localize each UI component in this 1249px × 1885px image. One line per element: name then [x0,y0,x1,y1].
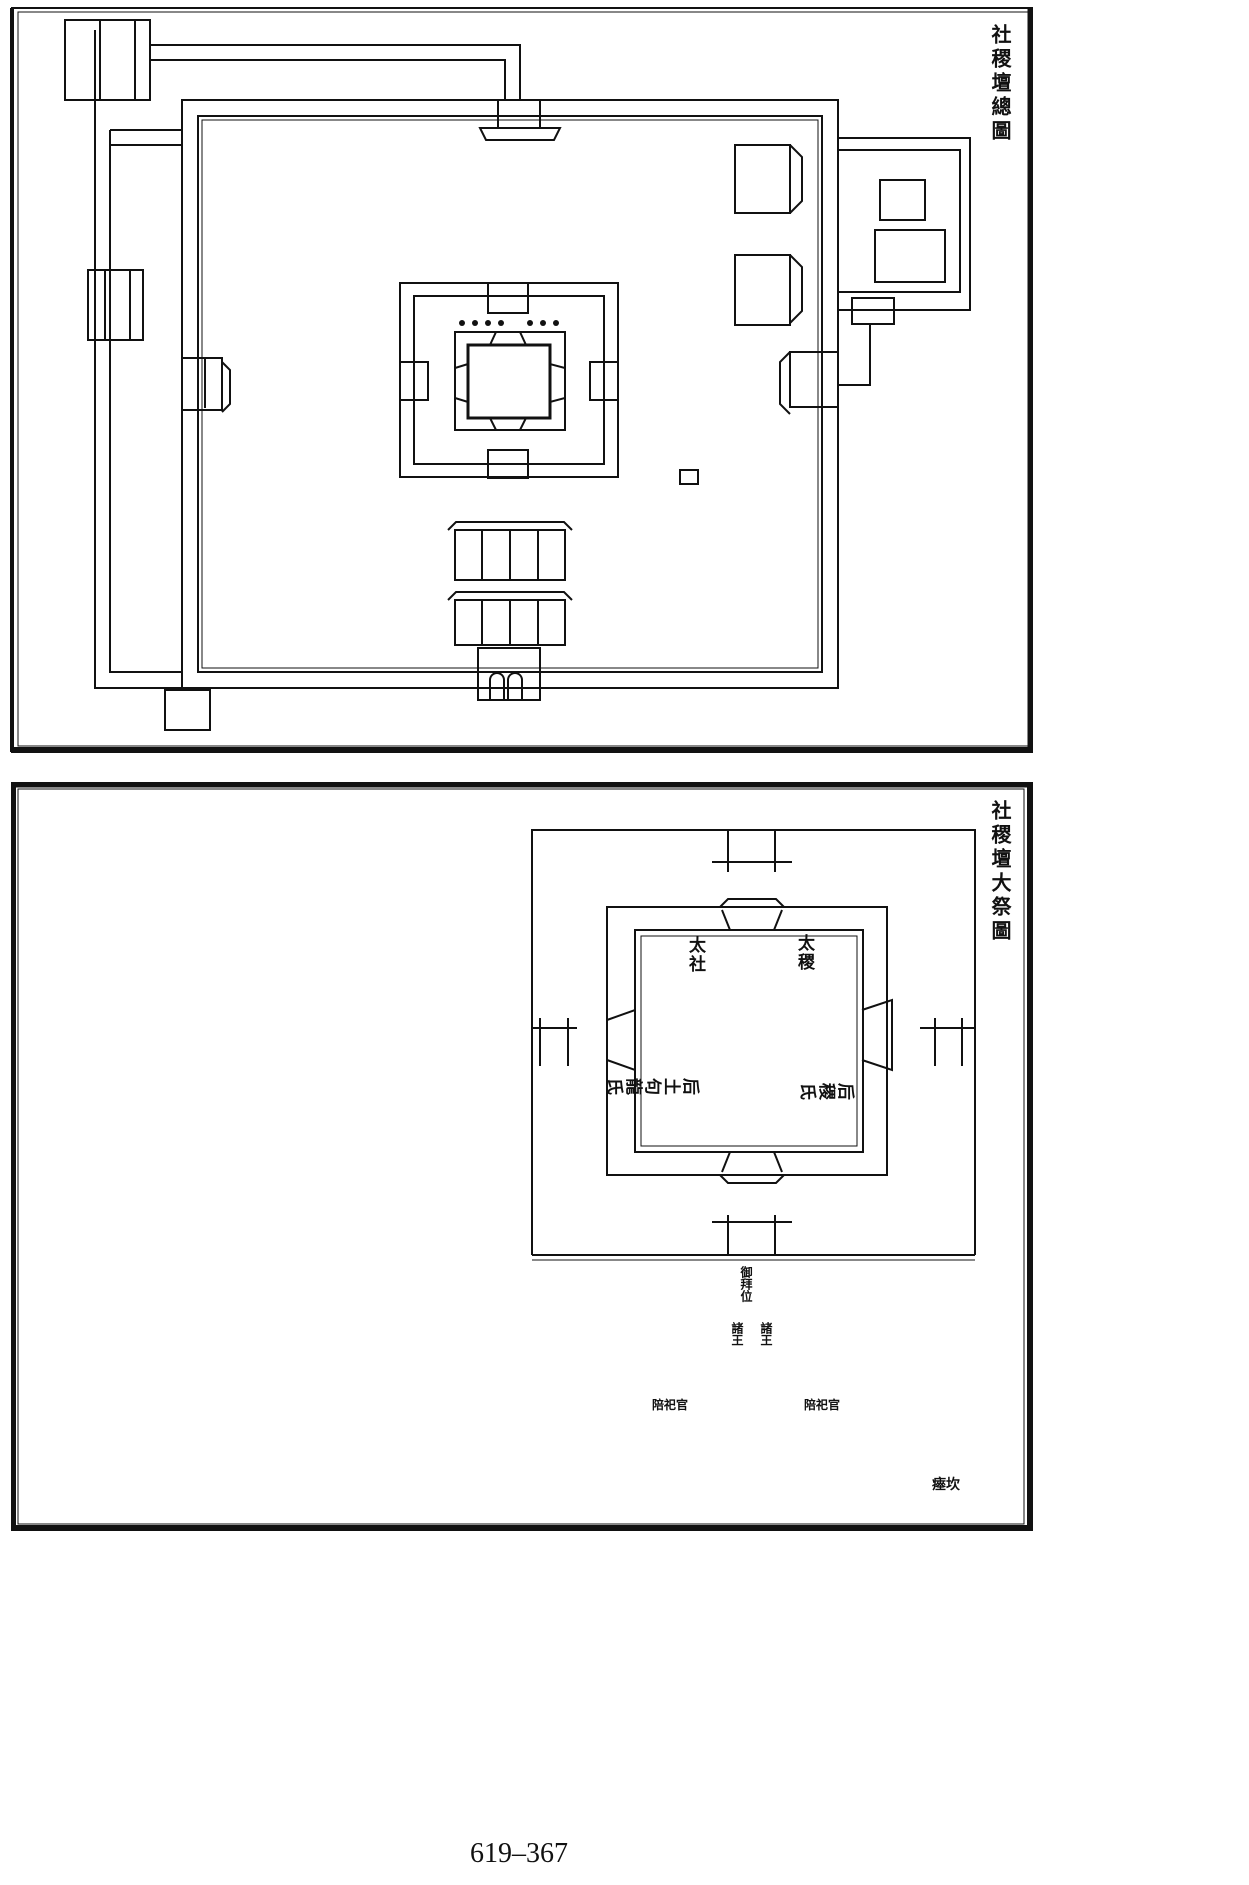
outer-wall [94,30,521,689]
plate-1-title: 社稷壇總圖 [988,24,1012,144]
label-tai-she: 太社 [685,936,705,974]
page-number: 619–367 [470,1838,568,1869]
plate-2-title: 社稷壇大祭圖 [988,800,1012,944]
label-zhuwang-right: 諸王 [759,1322,773,1346]
gate-buildings [64,19,839,731]
label-houji: 后稷氏 [798,1079,855,1099]
label-peisi-right: 陪祀官 [804,1398,841,1412]
label-zhuwang-left: 諸王 [730,1322,744,1346]
offering-dots [459,320,559,326]
label-tai-ji: 太稷 [794,934,814,972]
ceremony-enclosure [531,829,976,1261]
altar-terrace [399,282,619,479]
ceremony-gates [532,830,975,1255]
hall-buildings [447,144,803,646]
label-yubai: 御拜位 [739,1266,753,1302]
label-yikan: 瘞坎 [932,1477,960,1493]
plate-2-frame [11,782,1033,1531]
plate-1-frame [10,7,1033,753]
ceremony-altar [606,898,893,1184]
east-annex [837,137,971,386]
label-peisi-left: 陪祀官 [652,1398,689,1412]
label-houtu: 后土句龍氏 [605,1074,700,1094]
